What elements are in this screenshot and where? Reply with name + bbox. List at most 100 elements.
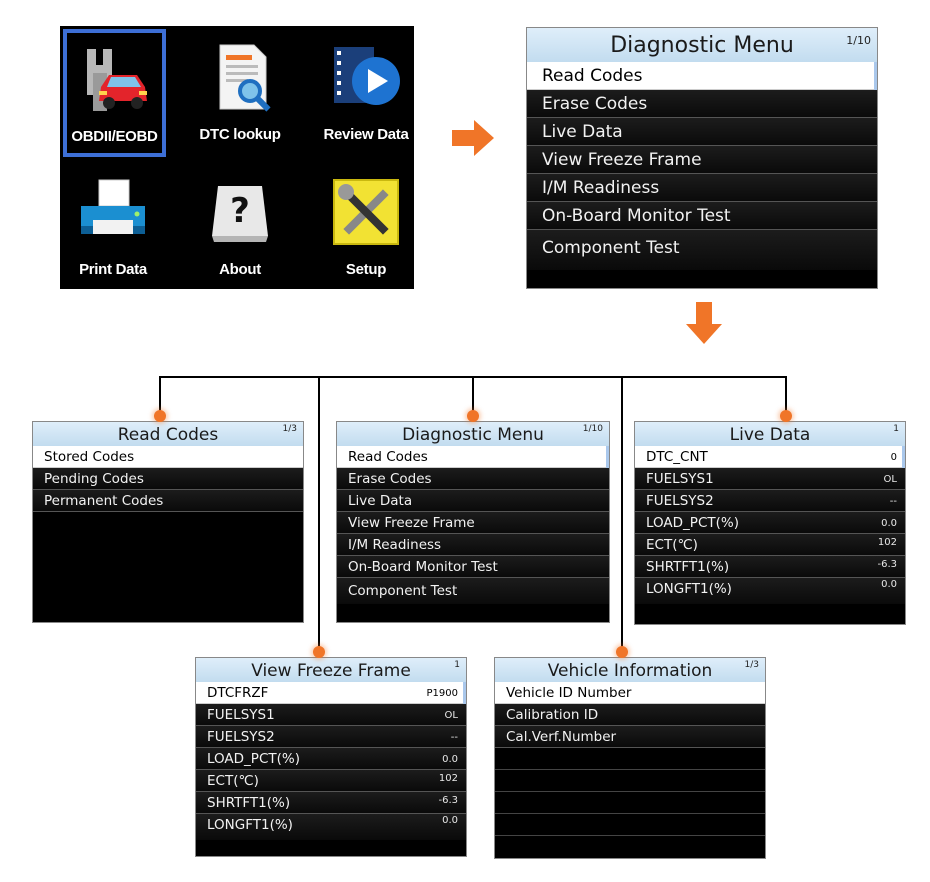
menu-item-stored-codes[interactable]: Stored Codes: [33, 446, 303, 468]
screen-title-bar: View Freeze Frame 1: [196, 658, 466, 682]
scrollbar[interactable]: [463, 682, 466, 704]
pid-value: --: [450, 732, 458, 743]
tile-label: DTC lookup: [199, 126, 281, 143]
diagnostic-menu-small-screen: Diagnostic Menu 1/10 Read Codes Erase Co…: [336, 421, 610, 623]
page-indicator: 1/10: [582, 424, 603, 434]
empty-row: [495, 792, 765, 814]
pid-row[interactable]: DTCFRZF P1900: [196, 682, 466, 704]
pid-row[interactable]: LONGFT1(%)0.0: [196, 814, 466, 840]
menu-item-pending-codes[interactable]: Pending Codes: [33, 468, 303, 490]
menu-item-vehicle-id-number[interactable]: Vehicle ID Number: [495, 682, 765, 704]
svg-text:?: ?: [230, 191, 250, 231]
menu-item-im-readiness[interactable]: I/M Readiness: [527, 174, 877, 202]
pid-value: P1900: [426, 688, 458, 699]
pid-name: ECT(℃): [207, 773, 259, 789]
screen-title: Diagnostic Menu: [402, 425, 544, 445]
tile-obdii-eobd[interactable]: OBDII/EOBD: [63, 29, 166, 157]
pid-row[interactable]: ECT(℃) 102: [196, 770, 466, 792]
vehicle-information-screen: Vehicle Information 1/3 Vehicle ID Numbe…: [494, 657, 766, 859]
screen-title: Read Codes: [117, 425, 219, 445]
screen-title-bar: Diagnostic Menu 1/10: [527, 28, 877, 62]
screen-title: Vehicle Information: [547, 661, 713, 681]
tile-review-data[interactable]: Review Data: [316, 29, 416, 149]
home-screen: OBDII/EOBD DTC lookup Review Data: [60, 26, 414, 289]
menu-item-live-data[interactable]: Live Data: [527, 118, 877, 146]
read-codes-screen: Read Codes 1/3 Stored Codes Pending Code…: [32, 421, 304, 623]
empty-row: [495, 748, 765, 770]
pid-name: LOAD_PCT(%): [646, 515, 739, 531]
connector-line: [785, 376, 787, 416]
screen-title-bar: Read Codes 1/3: [33, 422, 303, 446]
menu-item-view-freeze-frame[interactable]: View Freeze Frame: [527, 146, 877, 174]
connector-dot: [467, 410, 479, 422]
tile-label: Print Data: [79, 261, 147, 278]
menu-item-onboard-monitor-test[interactable]: On-Board Monitor Test: [527, 202, 877, 230]
tile-about[interactable]: ? About: [190, 164, 290, 284]
menu-item-erase-codes[interactable]: Erase Codes: [337, 468, 609, 490]
pid-name: DTCFRZF: [207, 685, 269, 701]
scrollbar[interactable]: [902, 446, 905, 468]
connector-line: [472, 376, 474, 416]
pid-value: --: [889, 496, 897, 507]
menu-item-read-codes[interactable]: Read Codes: [337, 446, 609, 468]
freeze-frame-screen: View Freeze Frame 1 DTCFRZF P1900 FUELSYS…: [195, 657, 467, 857]
tile-dtc-lookup[interactable]: DTC lookup: [190, 29, 290, 149]
arrow-down-icon: [686, 302, 722, 344]
scrollbar[interactable]: [606, 446, 609, 468]
question-key-icon: ?: [212, 186, 268, 242]
menu-item-component-test[interactable]: Component Test: [527, 230, 877, 270]
film-play-icon: [334, 47, 400, 105]
pid-value: 0.0: [442, 815, 458, 826]
pid-row[interactable]: LOAD_PCT(%)0.0: [635, 512, 905, 534]
menu-item-erase-codes[interactable]: Erase Codes: [527, 90, 877, 118]
pid-row[interactable]: LOAD_PCT(%) 0.0: [196, 748, 466, 770]
menu-item-permanent-codes[interactable]: Permanent Codes: [33, 490, 303, 512]
menu-item-onboard-monitor-test[interactable]: On-Board Monitor Test: [337, 556, 609, 578]
menu-item-read-codes[interactable]: Read Codes: [527, 62, 877, 90]
page-indicator: 1/10: [846, 34, 871, 47]
pid-name: FUELSYS2: [207, 729, 275, 745]
tile-label: About: [219, 261, 261, 278]
menu-item-cal-verf-number[interactable]: Cal.Verf.Number: [495, 726, 765, 748]
pid-name: FUELSYS2: [646, 493, 714, 509]
menu-item-live-data[interactable]: Live Data: [337, 490, 609, 512]
pid-value: 102: [438, 773, 458, 784]
diagnostic-menu-screen: Diagnostic Menu 1/10 Read Codes Erase Co…: [526, 27, 878, 289]
pid-value: OL: [444, 710, 458, 721]
pid-row[interactable]: SHRTFT1(%)-6.3: [196, 792, 466, 814]
connector-dot: [780, 410, 792, 422]
menu-item-im-readiness[interactable]: I/M Readiness: [337, 534, 609, 556]
page-indicator: 1/3: [282, 424, 297, 434]
tile-setup[interactable]: Setup: [316, 164, 416, 284]
pid-value: 0: [890, 452, 897, 463]
pid-row[interactable]: FUELSYS2 --: [196, 726, 466, 748]
menu-item-calibration-id[interactable]: Calibration ID: [495, 704, 765, 726]
menu-item-view-freeze-frame[interactable]: View Freeze Frame: [337, 512, 609, 534]
connector-line: [621, 376, 623, 651]
connector-line: [318, 376, 320, 651]
pid-name: LONGFT1(%): [646, 581, 732, 597]
screen-title-bar: Diagnostic Menu 1/10: [337, 422, 609, 446]
pid-name: FUELSYS1: [646, 471, 714, 487]
pid-row[interactable]: SHRTFT1(%)-6.3: [635, 556, 905, 578]
pid-row[interactable]: ECT(℃)102: [635, 534, 905, 556]
pid-value: -6.3: [438, 795, 458, 806]
scrollbar[interactable]: [874, 62, 877, 90]
menu-item-component-test[interactable]: Component Test: [337, 578, 609, 604]
arrow-right-icon: [452, 120, 494, 156]
pid-value: 102: [877, 537, 897, 548]
tile-print-data[interactable]: Print Data: [63, 164, 163, 284]
pid-row[interactable]: LONGFT1(%) 0.0: [635, 578, 905, 604]
screen-title: Live Data: [729, 425, 811, 445]
tile-label: OBDII/EOBD: [71, 128, 158, 145]
pid-name: LOAD_PCT(%): [207, 751, 300, 767]
pid-value: 0.0: [881, 579, 897, 590]
pid-value: 0.0: [442, 754, 458, 765]
screen-title: Diagnostic Menu: [610, 33, 794, 58]
pid-row[interactable]: FUELSYS2 --: [635, 490, 905, 512]
screen-title-bar: Live Data 1: [635, 422, 905, 446]
